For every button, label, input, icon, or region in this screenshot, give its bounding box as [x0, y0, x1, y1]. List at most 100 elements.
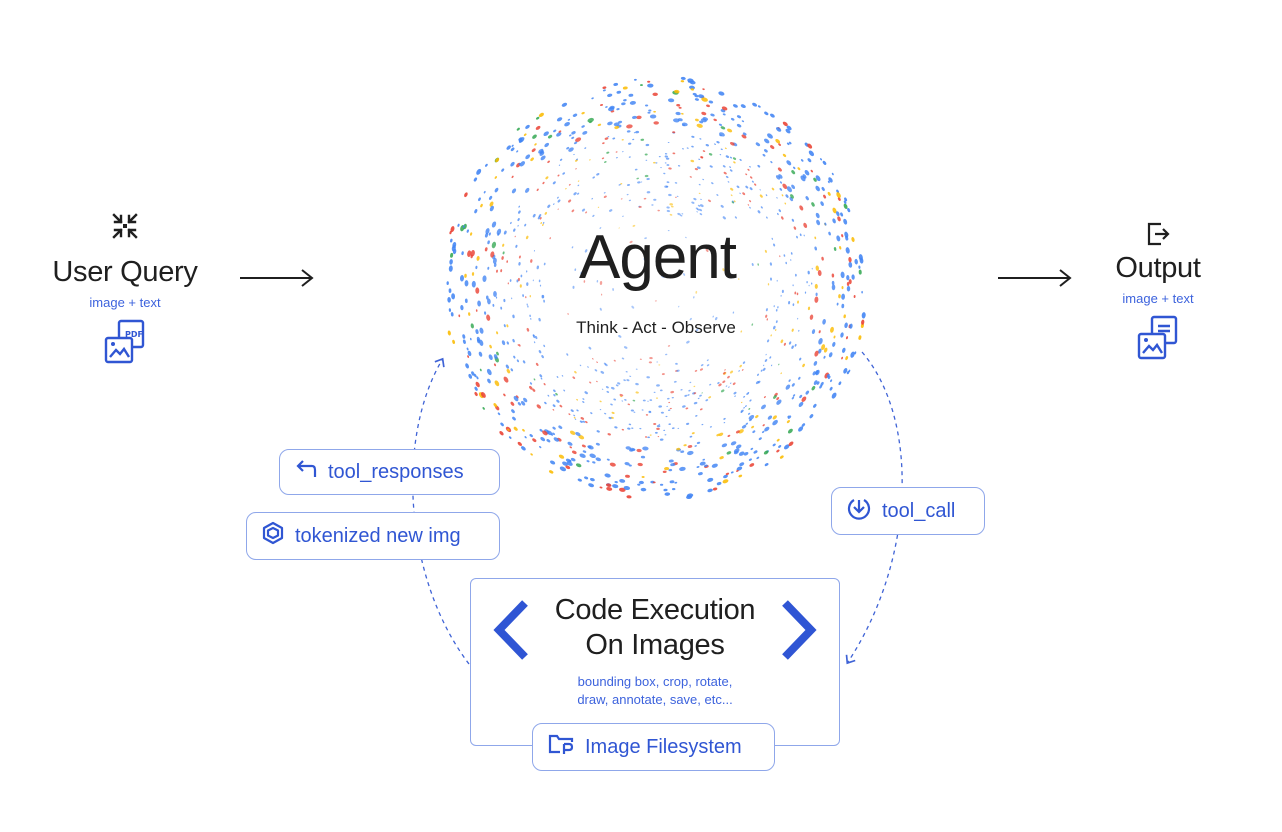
agent-dot: [658, 364, 661, 366]
agent-dot: [622, 215, 624, 217]
agent-dot: [538, 112, 544, 118]
agent-dot: [524, 436, 527, 439]
agent-dot: [536, 188, 539, 192]
agent-dot: [503, 298, 506, 303]
agent-dot: [526, 270, 528, 273]
agent-dot: [464, 280, 469, 287]
agent-dot: [583, 280, 586, 283]
agent-dot: [682, 405, 686, 408]
agent-dot: [798, 401, 804, 407]
agent-dot: [596, 280, 599, 283]
agent-dot: [571, 450, 577, 455]
agent-dot: [705, 248, 709, 253]
agent-dot: [647, 83, 654, 88]
agent-dot: [667, 230, 670, 232]
agent-dot: [597, 123, 602, 127]
agent-dot: [720, 389, 725, 393]
agent-dot: [669, 213, 673, 216]
agent-dot: [672, 152, 676, 155]
agent-dot: [584, 249, 588, 253]
agent-dot: [641, 476, 645, 478]
agent-dot: [499, 430, 504, 436]
agent-dot: [739, 364, 742, 368]
agent-dot: [616, 90, 622, 94]
agent-dot: [518, 344, 521, 347]
agent-dot: [677, 427, 680, 429]
agent-dot: [664, 153, 668, 155]
agent-dot: [832, 207, 837, 214]
agent-dot: [746, 392, 749, 395]
agent-dot: [779, 187, 783, 191]
agent-dot: [645, 414, 649, 416]
agent-dot: [661, 274, 665, 278]
agent-dot: [759, 189, 761, 191]
agent-dot: [776, 449, 780, 453]
agent-dot: [506, 324, 509, 328]
agent-dot: [758, 437, 762, 441]
agent-dot: [491, 221, 497, 228]
agent-dot: [567, 441, 573, 446]
agent-dot: [722, 216, 726, 220]
agent-dot: [516, 279, 519, 283]
agent-dot: [780, 294, 782, 297]
agent-dot: [569, 430, 576, 435]
agent-dot: [553, 203, 555, 205]
agent-dot: [694, 369, 698, 372]
agent-dot: [496, 269, 498, 273]
agent-dot: [785, 384, 791, 390]
agent-dot: [764, 359, 768, 362]
agent-dot: [607, 433, 611, 436]
agent-dot: [716, 481, 722, 486]
agent-dot: [775, 139, 781, 144]
agent-dot: [656, 361, 659, 363]
agent-dot: [786, 142, 790, 146]
agent-dot: [783, 444, 790, 450]
agent-dot: [694, 98, 699, 101]
agent-dot: [811, 202, 815, 207]
agent-dot: [599, 227, 602, 229]
agent-dot: [767, 283, 770, 286]
agent-dot: [769, 356, 772, 359]
agent-dot: [782, 183, 788, 189]
agent-dot: [667, 345, 671, 347]
agent-dot: [803, 234, 805, 237]
agent-dot: [678, 106, 682, 109]
agent-dot: [511, 175, 514, 179]
agent-dot: [467, 355, 470, 358]
agent-dot: [718, 91, 725, 96]
agent-dot: [755, 415, 759, 419]
agent-dot: [450, 238, 453, 243]
agent-dot: [666, 405, 669, 407]
agent-dot: [589, 453, 596, 459]
agent-dot: [688, 389, 691, 392]
agent-dot: [569, 446, 572, 449]
agent-dot: [809, 314, 814, 320]
agent-dot: [803, 222, 808, 229]
agent-dot: [690, 88, 695, 91]
agent-dot: [517, 344, 519, 346]
agent-dot: [519, 161, 526, 167]
agent-dot: [518, 139, 523, 143]
agent-dot: [686, 340, 690, 344]
agent-dot: [700, 364, 704, 367]
agent-dot: [686, 495, 693, 500]
agent-dot: [529, 434, 533, 438]
agent-dot: [656, 384, 660, 387]
agent-dot: [480, 203, 483, 208]
agent-dot: [749, 200, 752, 203]
agent-dot: [602, 86, 607, 89]
agent-dot: [730, 194, 733, 197]
agent-dot: [691, 145, 694, 148]
agent-dot: [596, 361, 599, 364]
agent-dot: [476, 376, 479, 380]
agent-dot: [612, 484, 619, 489]
agent-dot: [576, 398, 579, 401]
agent-dot: [471, 272, 475, 276]
agent-dot: [612, 137, 616, 140]
agent-dot: [603, 161, 607, 163]
agent-dot: [522, 428, 525, 432]
agent-dot: [474, 209, 478, 214]
agent-dot: [795, 273, 797, 277]
agent-dot: [670, 390, 675, 394]
agent-dot: [452, 339, 456, 345]
